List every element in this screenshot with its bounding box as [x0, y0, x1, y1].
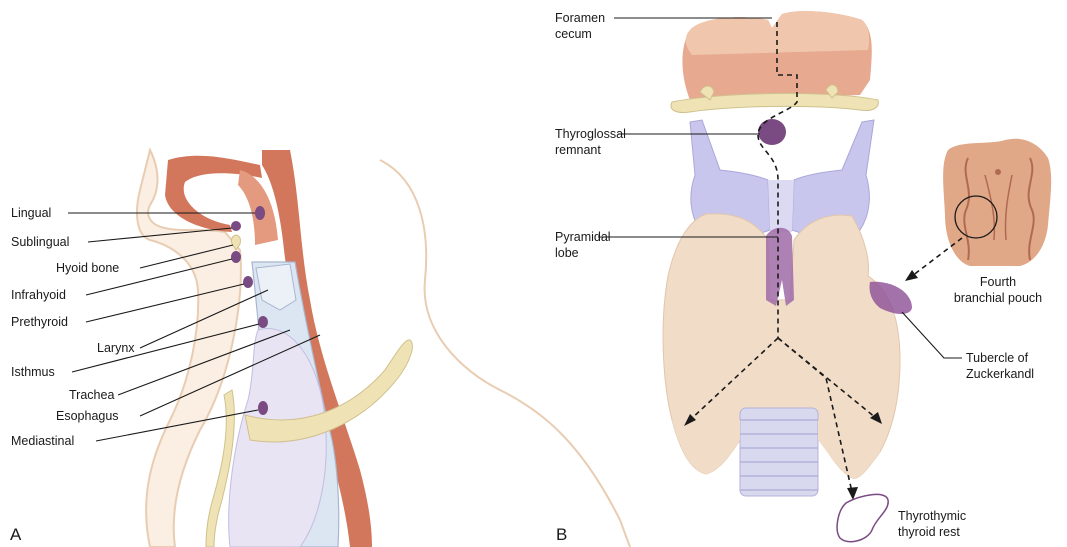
thyroid-lower-left [672, 420, 740, 474]
label-lingual: Lingual [11, 206, 51, 220]
panel-a-letter: A [10, 525, 22, 544]
branchial-pouch-dot [995, 169, 1001, 175]
isthmus-nodule [258, 316, 268, 328]
panel-a-illustration: Lingual Sublingual Hyoid bone Infrahyoid… [10, 150, 630, 547]
thyroid-cartilage-center [768, 180, 794, 232]
label-prethyroid: Prethyroid [11, 315, 68, 329]
label-sublingual: Sublingual [11, 235, 69, 249]
label-esophagus: Esophagus [56, 409, 119, 423]
pouch-arrow-line [912, 238, 962, 276]
label-isthmus: Isthmus [11, 365, 55, 379]
sublingual-nodule [231, 221, 241, 231]
label-trachea: Trachea [69, 388, 114, 402]
pyramidal-lobe-shape [766, 228, 794, 306]
thyrothymic-rest-shape [837, 494, 888, 541]
lingual-nodule [255, 206, 265, 220]
infrahyoid-nodule [231, 251, 241, 263]
prethyroid-nodule [243, 276, 253, 288]
mediastinal-nodule [258, 401, 268, 415]
label-hyoid-bone: Hyoid bone [56, 261, 119, 275]
label-infrahyoid: Infrahyoid [11, 288, 66, 302]
branchial-pouch-inset [943, 139, 1051, 266]
label-mediastinal: Mediastinal [11, 434, 74, 448]
label-larynx: Larynx [97, 341, 135, 355]
neck-outline [380, 160, 630, 547]
trachea-rings [740, 408, 818, 496]
panel-b-letter: B [556, 525, 567, 544]
thyroglossal-remnant-nodule [758, 119, 786, 145]
thyroid-lower-right [818, 420, 880, 478]
pouch-arrow-head [905, 270, 918, 281]
leader-tubercle [902, 312, 962, 358]
